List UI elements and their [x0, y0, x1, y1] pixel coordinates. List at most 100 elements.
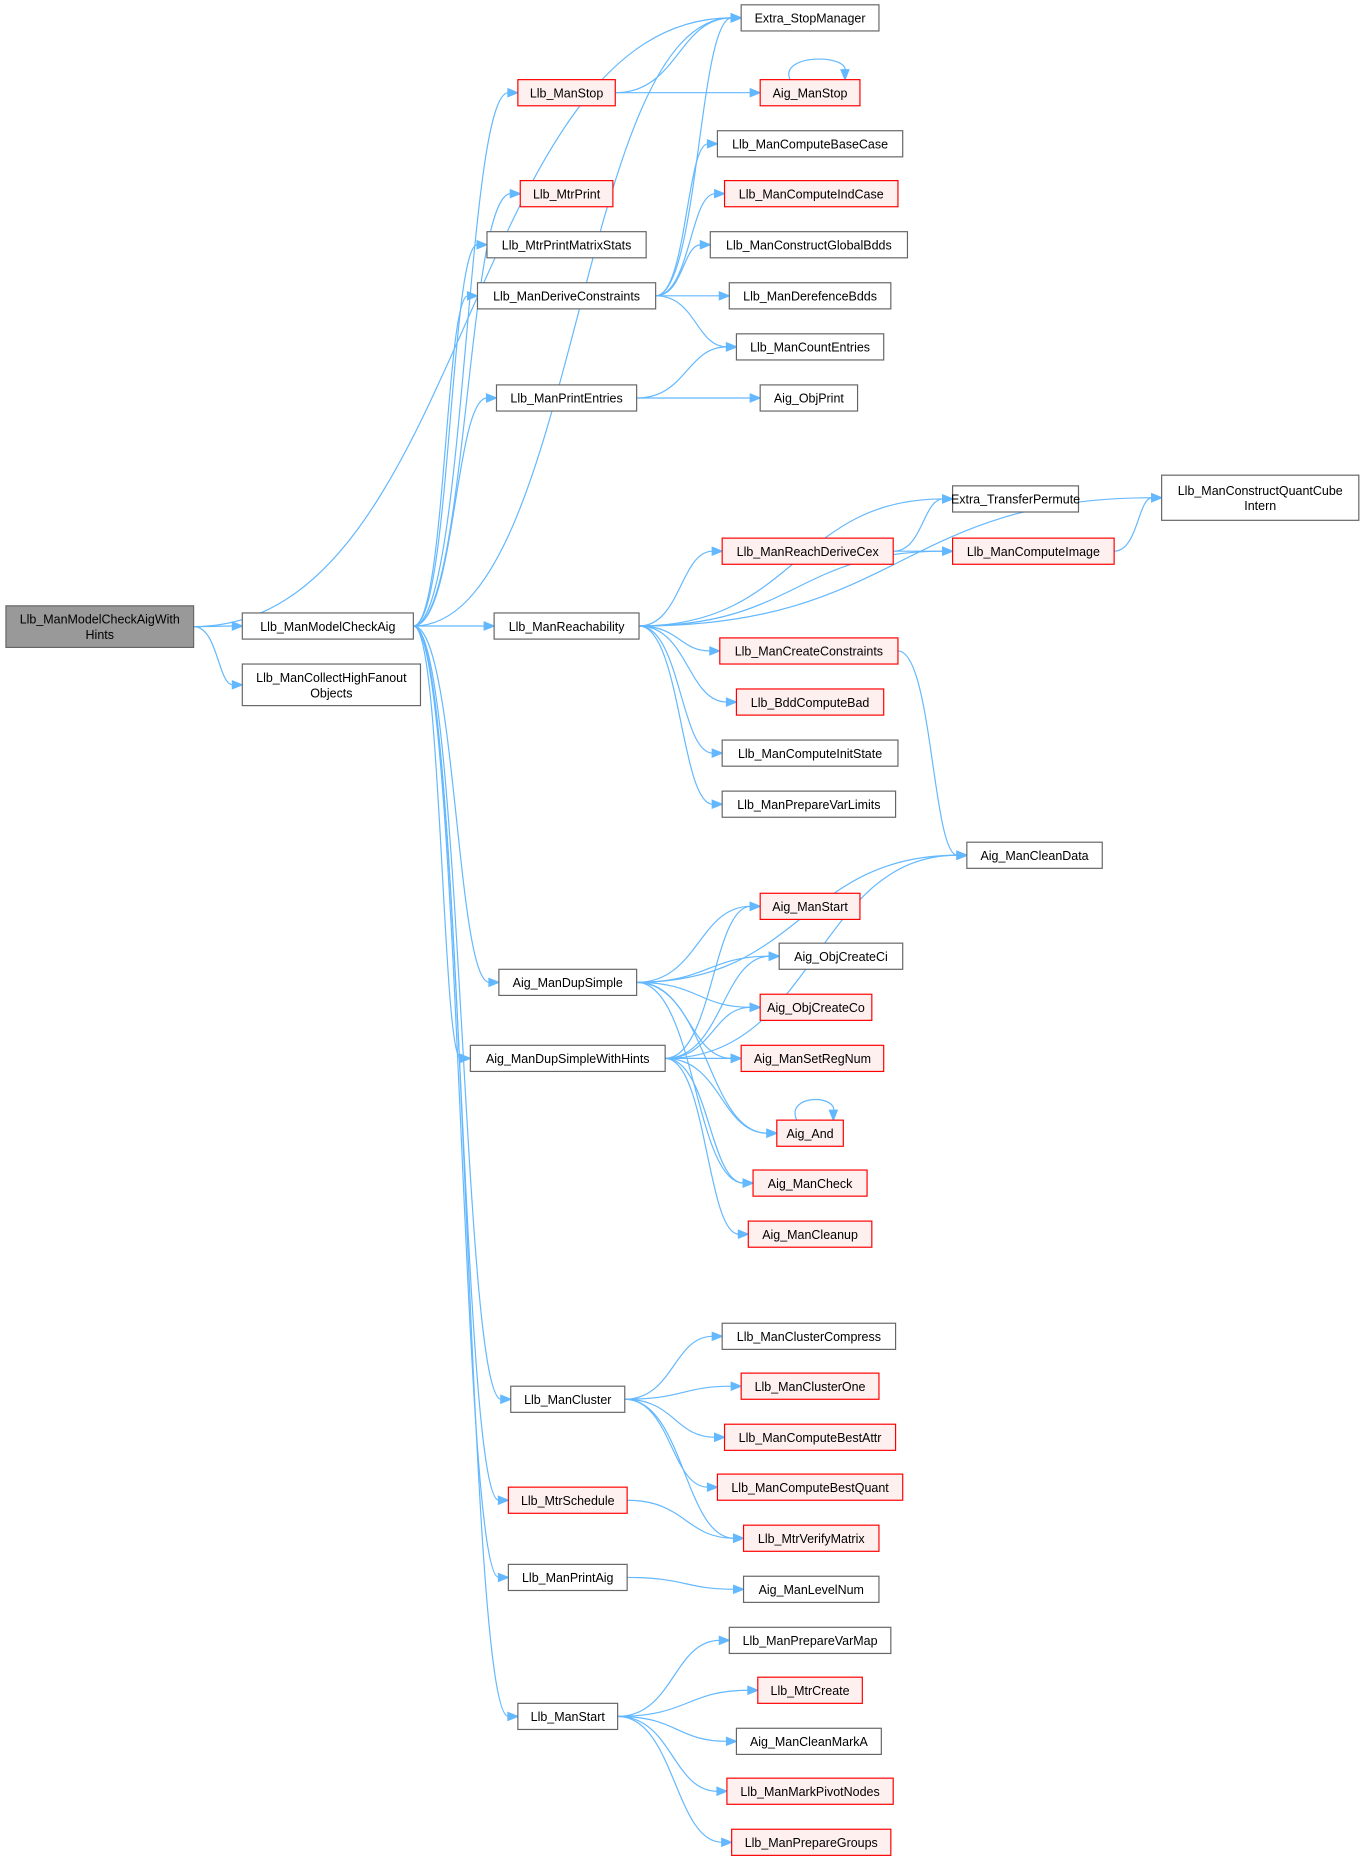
node-box: [776, 1119, 844, 1147]
node-box: [952, 537, 1115, 565]
node-label: Llb_ManClusterCompress: [737, 1330, 881, 1344]
edge-line: [636, 981, 744, 1184]
node-box: [241, 612, 414, 640]
edge-rdc-to-etp: [893, 494, 955, 552]
graph-node-clu[interactable]: Aig_ManCleanup: [747, 1220, 873, 1248]
edge-mca-to-cl: [413, 625, 513, 1405]
node-box: [476, 282, 657, 310]
graph-node-vm[interactable]: Llb_MtrVerifyMatrix: [742, 1524, 880, 1552]
node-box: [726, 1777, 894, 1805]
graph-node-db[interactable]: Llb_ManDerefenceBdds: [728, 282, 892, 310]
graph-node-lms[interactable]: Llb_ManStop: [517, 79, 616, 107]
edge-ms-to-vm: [627, 1499, 746, 1544]
node-box: [966, 841, 1103, 869]
graph-node-cis[interactable]: Llb_ManComputeInitState: [721, 739, 899, 767]
graph-node-ams[interactable]: Aig_ManStop: [759, 79, 861, 107]
node-box: [735, 688, 885, 716]
node-label: Aig_ManStart: [772, 900, 848, 914]
graph-node-ccmp[interactable]: Llb_ManClusterCompress: [721, 1322, 897, 1350]
node-label: Aig_ManSetRegNum: [754, 1052, 871, 1066]
graph-node-cl[interactable]: Llb_ManCluster: [510, 1385, 626, 1413]
graph-node-srn[interactable]: Aig_ManSetRegNum: [740, 1044, 885, 1073]
graph-node-occi[interactable]: Aig_ObjCreateCi: [778, 942, 904, 970]
node-label: Aig_ObjPrint: [774, 392, 845, 406]
node-box: [740, 1372, 880, 1400]
graph-node-ast[interactable]: Aig_ManStart: [759, 892, 861, 920]
graph-node-mp[interactable]: Llb_MtrPrint: [519, 180, 614, 208]
edge-cl-to-co: [624, 1381, 743, 1400]
arrowhead-icon: [466, 290, 480, 301]
arrowhead-icon: [730, 13, 743, 23]
graph-node-pe[interactable]: Llb_ManPrintEntries: [495, 384, 638, 412]
edge-line: [665, 1057, 739, 1235]
edge-line: [413, 625, 502, 1400]
node-box: [757, 1676, 863, 1704]
node-label: Llb_ManPrintAig: [522, 1571, 614, 1585]
arrowhead-icon: [711, 1331, 724, 1342]
node-box: [5, 605, 195, 648]
node-box: [735, 333, 885, 361]
graph-node-cbq[interactable]: Llb_ManComputeBestQuant: [716, 1473, 904, 1501]
arrowhead-icon: [725, 697, 739, 707]
graph-node-ci[interactable]: Llb_ManComputeImage: [952, 537, 1115, 565]
graph-node-pa[interactable]: Llb_ManPrintAig: [507, 1563, 628, 1592]
edge-line: [655, 295, 727, 348]
edge-and-to-and: [794, 1098, 839, 1122]
graph-node-ds[interactable]: Aig_ManDupSimple: [498, 968, 638, 997]
edge-mca-to-reach: [413, 621, 496, 631]
graph-node-mca[interactable]: Llb_ManModelCheckAig: [241, 612, 414, 640]
node-box: [709, 231, 909, 259]
edge-lst-to-pg: [617, 1715, 734, 1848]
graph-node-op[interactable]: Aig_ObjPrint: [759, 384, 859, 412]
edge-line: [897, 650, 958, 856]
graph-node-dc[interactable]: Llb_ManDeriveConstraints: [476, 282, 657, 310]
graph-node-esm[interactable]: Extra_StopManager: [740, 4, 880, 32]
graph-node-cba[interactable]: Llb_ManComputeBestAttr: [723, 1423, 897, 1451]
edge-line: [655, 193, 716, 297]
graph-node-reach[interactable]: Llb_ManReachability: [493, 612, 640, 640]
edge-mca-to-dsh: [413, 625, 472, 1064]
graph-node-cc[interactable]: Llb_ManCreateConstraints: [719, 637, 899, 665]
graph-node-and[interactable]: Aig_And: [776, 1119, 844, 1147]
graph-node-pms[interactable]: Llb_MtrPrintMatrixStats: [486, 231, 647, 259]
graph-node-ln[interactable]: Aig_ManLevelNum: [742, 1575, 880, 1603]
graph-node-ms[interactable]: Llb_MtrSchedule: [507, 1486, 628, 1514]
edge-lst-to-mpn: [617, 1715, 729, 1797]
edge-dsh-to-clu: [665, 1057, 750, 1240]
arrowhead-icon: [711, 748, 724, 758]
graph-node-lst[interactable]: Llb_ManStart: [517, 1702, 619, 1731]
graph-node-mpn[interactable]: Llb_ManMarkPivotNodes: [726, 1777, 894, 1805]
graph-node-pvm[interactable]: Llb_ManPrepareVarMap: [728, 1626, 892, 1655]
graph-node-mc[interactable]: Llb_MtrCreate: [757, 1676, 863, 1704]
graph-node-cgb[interactable]: Llb_ManConstructGlobalBdds: [709, 231, 909, 259]
edge-line: [665, 1057, 768, 1134]
edge-reach-to-pvl: [638, 625, 724, 810]
edge-line: [639, 550, 713, 627]
node-box: [759, 79, 861, 107]
graph-node-etp[interactable]: Extra_TransferPermute: [951, 485, 1080, 513]
arrowhead-icon: [507, 1711, 520, 1722]
graph-node-bcb[interactable]: Llb_BddComputeBad: [735, 688, 885, 716]
node-label: Llb_MtrPrint: [533, 187, 601, 201]
graph-node-cma[interactable]: Aig_ManCleanMarkA: [735, 1727, 882, 1756]
node-box: [498, 968, 638, 997]
edge-reach-to-bcb: [639, 625, 739, 707]
node-box: [507, 1563, 628, 1592]
arrowhead-icon: [742, 1178, 755, 1188]
graph-node-pg[interactable]: Llb_ManPrepareGroups: [731, 1828, 892, 1856]
node-box: [517, 1702, 619, 1731]
node-label: Aig_ManCleanMarkA: [750, 1735, 868, 1749]
graph-node-ce[interactable]: Llb_ManCountEntries: [735, 333, 885, 361]
graph-node-co[interactable]: Llb_ManClusterOne: [740, 1372, 880, 1400]
node-label: Intern: [1244, 499, 1276, 513]
graph-node-pvl[interactable]: Llb_ManPrepareVarLimits: [721, 790, 897, 818]
graph-node-acd[interactable]: Aig_ManCleanData: [966, 841, 1103, 869]
graph-node-rdc[interactable]: Llb_ManReachDeriveCex: [721, 537, 894, 565]
graph-node-cic[interactable]: Llb_ManComputeIndCase: [723, 180, 899, 208]
graph-node-cbc[interactable]: Llb_ManComputeBaseCase: [716, 130, 904, 158]
graph-node-chk[interactable]: Aig_ManCheck: [752, 1169, 868, 1197]
graph-node-dsh[interactable]: Aig_ManDupSimpleWithHints: [469, 1044, 666, 1073]
graph-node-occo[interactable]: Aig_ObjCreateCo: [759, 993, 873, 1021]
